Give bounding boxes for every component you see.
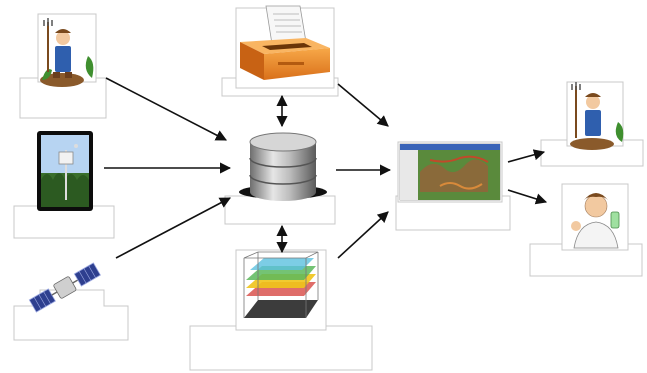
arrow-satellite-to-database [115,197,231,259]
ballot-box-icon [240,5,330,80]
farmer-icon [40,18,94,87]
farmer-icon [570,82,624,150]
satellite-node [13,262,129,341]
arrow-map-to-farmer [507,149,546,163]
gis-model-node [189,249,373,371]
map-application-node [395,141,511,231]
database-node [224,132,336,225]
weather-station-node [13,131,115,239]
arrow-ballot-to-map [337,83,389,127]
3d-terrain-model-icon [243,251,319,318]
arrow-model-to-map [337,211,389,259]
map-window-icon [399,143,501,201]
farmer-user-node [540,81,644,167]
satellite-icon [28,262,101,313]
diagram-edges [104,77,548,259]
farmer-source-node [19,13,107,119]
scientist-icon [571,193,620,249]
weather-station-icon [37,131,93,211]
arrow-map-to-scientist [507,189,548,205]
scientist-user-node [529,183,643,277]
database-icon [239,132,327,201]
ballot-box-node [221,5,339,97]
arrow-farmer-to-database [105,77,227,141]
